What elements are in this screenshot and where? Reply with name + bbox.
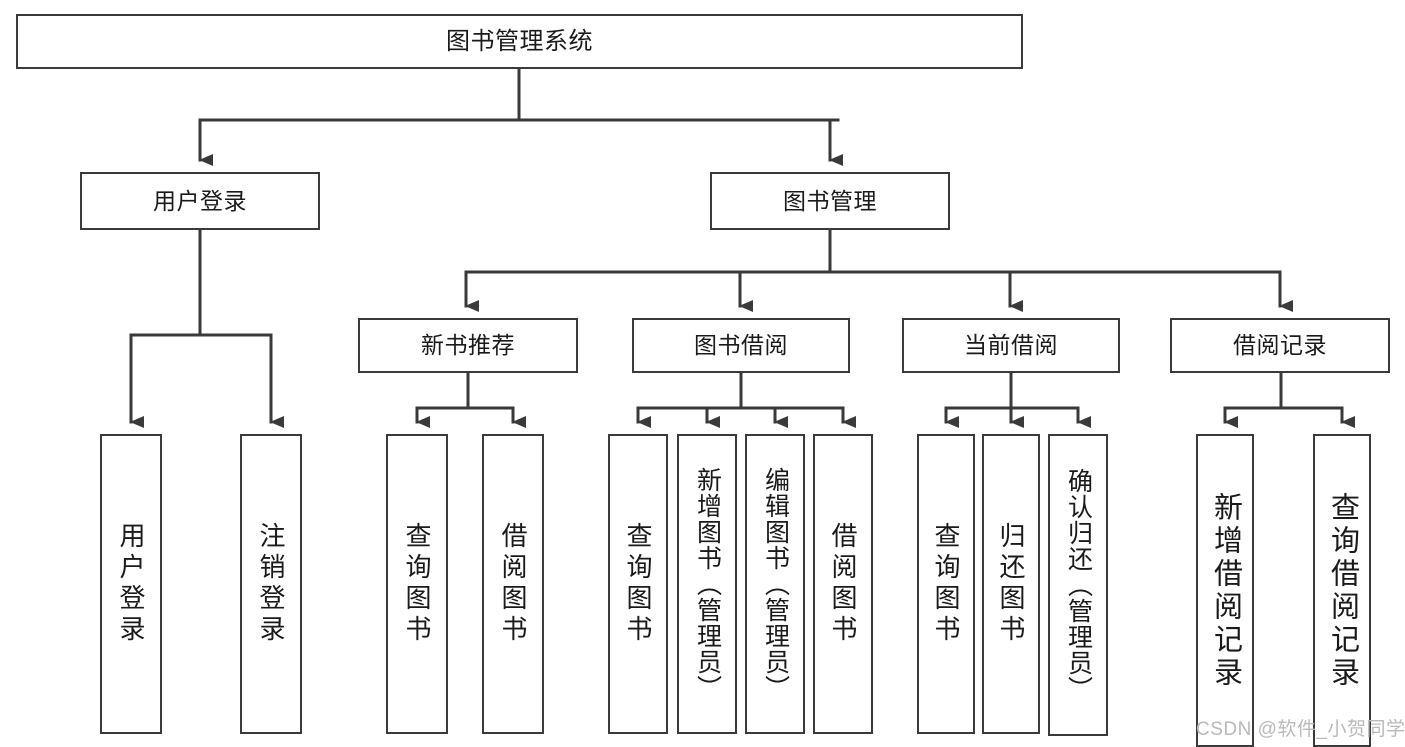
node-label-borrow-record: 借阅记录 [1233,332,1327,358]
node-label-leaf-add-record: 新增借阅记录 [1209,491,1242,690]
node-label-book-borrow: 图书借阅 [694,332,788,358]
node-label-leaf-return-book: 归还图书 [996,522,1026,646]
node-root[interactable]: 图书管理系统 [16,14,1023,69]
node-leaf-add-book[interactable]: 新增图书（管理员） [677,434,737,734]
node-borrow-record[interactable]: 借阅记录 [1170,318,1390,373]
node-label-leaf-borrow-book-2: 借阅图书 [828,522,858,646]
node-leaf-return-book[interactable]: 归还图书 [982,434,1040,734]
node-label-leaf-user-login: 用户登录 [116,522,146,646]
node-label-book-manage: 图书管理 [783,187,877,214]
node-leaf-borrow-book-1[interactable]: 借阅图书 [482,434,544,734]
node-leaf-borrow-book-2[interactable]: 借阅图书 [813,434,873,734]
node-book-manage[interactable]: 图书管理 [710,172,950,230]
node-new-book-rec[interactable]: 新书推荐 [358,318,578,373]
node-leaf-confirm-return[interactable]: 确认归还（管理员） [1048,434,1108,736]
node-label-leaf-logout: 注销登录 [256,522,286,646]
node-current-borrow[interactable]: 当前借阅 [902,318,1120,373]
node-label-leaf-query-book-3: 查询图书 [931,522,961,646]
node-label-user-login: 用户登录 [153,187,247,214]
node-leaf-logout[interactable]: 注销登录 [240,434,302,734]
node-label-leaf-query-book-1: 查询图书 [402,522,432,646]
node-book-borrow[interactable]: 图书借阅 [632,318,850,373]
node-label-leaf-edit-book: 编辑图书（管理员） [761,467,790,701]
node-leaf-query-book-2[interactable]: 查询图书 [608,434,668,734]
node-label-new-book-rec: 新书推荐 [421,332,515,358]
node-label-current-borrow: 当前借阅 [964,332,1058,358]
node-label-root: 图书管理系统 [446,27,593,55]
node-label-leaf-borrow-book-1: 借阅图书 [498,522,528,646]
node-leaf-query-book-1[interactable]: 查询图书 [386,434,448,734]
node-user-login[interactable]: 用户登录 [80,172,320,230]
node-leaf-user-login[interactable]: 用户登录 [100,434,162,734]
node-label-leaf-query-record: 查询借阅记录 [1326,491,1359,690]
node-leaf-edit-book[interactable]: 编辑图书（管理员） [745,434,805,734]
node-leaf-query-record[interactable]: 查询借阅记录 [1313,434,1371,747]
node-leaf-add-record[interactable]: 新增借阅记录 [1196,434,1254,747]
node-label-leaf-query-book-2: 查询图书 [623,522,653,646]
node-leaf-query-book-3[interactable]: 查询图书 [917,434,975,734]
node-label-leaf-add-book: 新增图书（管理员） [693,467,722,701]
node-label-leaf-confirm-return: 确认归还（管理员） [1064,468,1093,702]
csdn-watermark: CSDN @软件_小贺同学 [1196,719,1405,740]
